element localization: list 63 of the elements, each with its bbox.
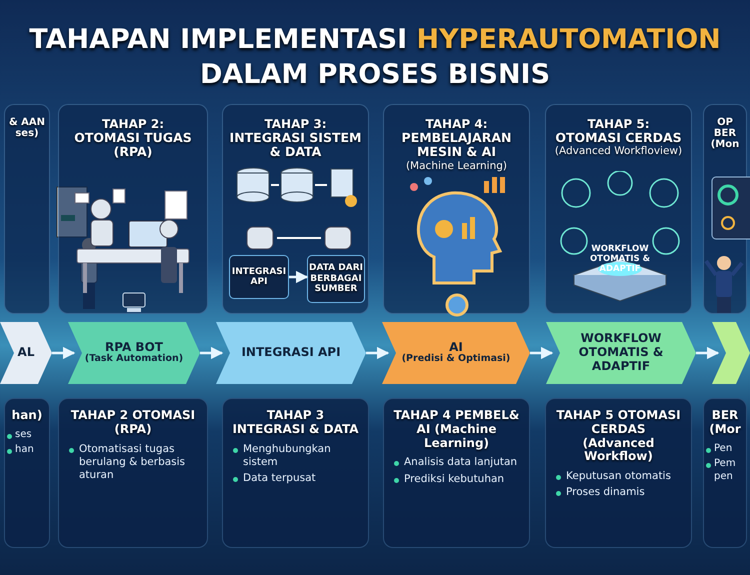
bullet-item: Otomatisasi tugas berulang & berbasis aturan — [67, 442, 199, 482]
stage-number: & AAN — [8, 117, 46, 128]
arrow — [200, 346, 224, 360]
stage-number: TAHAP 2: — [101, 117, 165, 131]
flow-segment — [712, 322, 750, 384]
stage-card — [383, 398, 530, 548]
card-heading: BER (Mor — [708, 409, 742, 437]
segment-label: AI — [449, 340, 463, 354]
bullet-item: Data terpusat — [231, 472, 360, 485]
bullet-item: ses — [7, 428, 47, 442]
stage-subtitle: (Advanced Workfloview) — [554, 145, 684, 158]
bullet-item: Pen — [706, 442, 744, 456]
stage-title: OTOMASI CERDAS — [554, 131, 683, 146]
arrow — [696, 346, 720, 360]
bullet-item: Prediksi kebutuhan — [392, 472, 521, 486]
arrow — [52, 346, 76, 360]
stage-panel — [383, 104, 530, 314]
card-heading: TAHAP 3 INTEGRASI & DATA — [231, 409, 360, 437]
box-label: INTEGRASI API — [230, 266, 288, 288]
bullet-item: Pem pen — [706, 458, 744, 484]
stage-number: TAHAP 5: — [586, 117, 650, 131]
segment-label: RPA BOT — [105, 340, 163, 354]
stage-panel — [58, 104, 208, 314]
stage-panel — [703, 104, 747, 314]
stage-panel — [545, 104, 692, 314]
flow-segment — [0, 322, 52, 384]
stage-number: TAHAP 3: — [264, 117, 328, 131]
label-box — [307, 255, 365, 303]
stage-title: (Mon — [710, 139, 740, 150]
bullet-item: Menghubungkan sistem — [231, 442, 360, 469]
stage-title: INTEGRASI SISTEM & DATA — [228, 131, 362, 160]
stage-card — [222, 398, 369, 548]
stage-panel — [222, 104, 369, 314]
stage-subtitle: (Machine Learning) — [404, 160, 508, 172]
stage-card — [703, 398, 747, 548]
stage-title: PEMBELAJARAN MESIN & AI — [400, 131, 512, 160]
box-label: DATA DARI BERBAGAI SUMBER — [308, 263, 364, 295]
segment-label: AL — [18, 346, 34, 360]
title: TAHAPAN IMPLEMENTASI HYPERAUTOMATION DALAM PROSES BISNIS — [28, 23, 722, 92]
bullet-item: Analisis data lanjutan — [392, 456, 521, 470]
card-heading: TAHAP 5 OTOMASI CERDAS (Advanced Workflow) — [555, 409, 682, 464]
stage-number: OP BER — [712, 117, 738, 139]
stage-number: TAHAP 4: — [424, 117, 488, 131]
bullet-item: Keputusan otomatis — [554, 470, 683, 484]
bullet-item: han — [7, 444, 47, 457]
arrow — [366, 346, 390, 360]
segment-label: WORKFLOW OTOMATIS & ADAPTIF — [578, 332, 664, 374]
arrow — [530, 346, 554, 360]
label-box — [229, 255, 289, 299]
card-heading: han) — [10, 409, 44, 423]
stage-title: ses) — [14, 128, 40, 140]
arrow — [289, 270, 308, 284]
stage-card — [4, 398, 50, 548]
card-heading: TAHAP 2 OTOMASI (RPA) — [70, 409, 196, 437]
segment-sublabel: (Predisi & Optimasi) — [402, 354, 510, 366]
stage-card — [545, 398, 692, 548]
stage-card — [58, 398, 208, 548]
segment-label: INTEGRASI API — [241, 346, 341, 360]
segment-sublabel: (Task Automation) — [84, 354, 184, 366]
illustration-caption: WORKFLOW OTOMATIS & ADAPTIF — [588, 244, 652, 275]
bullet-item: Proses dinamis — [554, 486, 683, 500]
card-heading: TAHAP 4 PEMBEL& AI (Machine Learning) — [392, 409, 520, 450]
stage-title: OTOMASI TUGAS (RPA) — [73, 131, 193, 160]
